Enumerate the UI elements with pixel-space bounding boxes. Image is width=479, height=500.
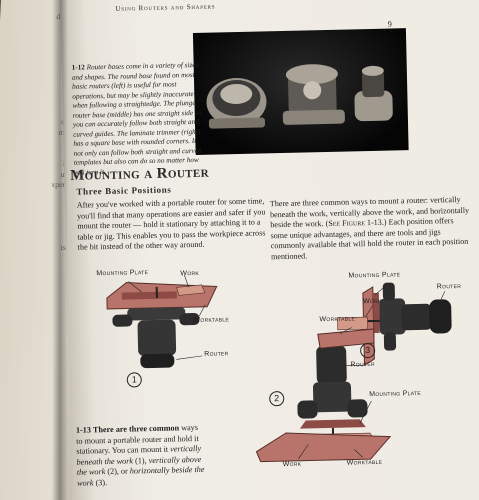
book-gutter-shadow (52, 0, 68, 500)
caption-text-b: (1), (132, 455, 149, 466)
router-body-3 (401, 303, 432, 331)
figure-1-13-drawing (106, 275, 452, 463)
router-photo (192, 28, 409, 155)
right-page: Using Routers and Shapers 9 (60, 0, 479, 500)
router-handle-right-1 (179, 313, 200, 326)
label-work-2: Work (282, 460, 302, 469)
router-handle-right-2 (347, 399, 368, 418)
label-mounting-plate-2: Mounting Plate (369, 389, 422, 399)
label-worktable-1: Worktable (193, 316, 230, 325)
leader-worktable-1 (199, 304, 206, 317)
leader-router-3 (440, 291, 446, 300)
plunge-router-base (282, 109, 345, 125)
leader-mounting-plate-3 (374, 286, 385, 296)
diagram-router-below (106, 282, 218, 369)
leader-work-3 (365, 304, 374, 318)
caption-text-d: (3). (93, 478, 108, 488)
plunge-router-top (285, 64, 338, 85)
router-handle-bottom-3 (383, 332, 397, 351)
caption-label-1-13: 1-13 (75, 425, 92, 435)
router-base-1 (127, 307, 186, 321)
diagram-router-horizontal (317, 282, 452, 367)
leader-mounting-plate-1 (128, 281, 142, 293)
label-work-3: Work (362, 297, 382, 306)
leader-router-1 (176, 355, 203, 360)
router-body-1 (137, 319, 177, 357)
caption-lead-1-13: There are three common (92, 423, 180, 435)
router-handle-left-2 (297, 400, 318, 419)
label-worktable-2: Worktable (346, 458, 383, 467)
label-work-1: Work (180, 269, 200, 278)
round-router-top (220, 84, 253, 105)
trimmer-top (361, 65, 384, 76)
diagram-router-above (255, 345, 392, 463)
trimmer-base (354, 90, 393, 122)
mounting-plate-2 (299, 419, 366, 429)
leader-worktable-3 (339, 327, 352, 335)
mounting-plate-3 (372, 292, 380, 333)
router-handle-top-3 (382, 282, 395, 301)
router-motor-3 (429, 299, 452, 334)
round-router-plate (208, 117, 266, 129)
leader-work-1 (184, 275, 189, 288)
figure-caption-1-13: 1-13 There are three common ways to moun… (76, 423, 205, 489)
label-mounting-plate-3: Mounting Plate (348, 271, 401, 280)
router-motor-2 (316, 345, 347, 385)
label-worktable-3: Worktable (319, 315, 356, 324)
label-router-2: Router (350, 360, 375, 369)
leader-mounting-plate-2 (359, 400, 372, 424)
leader-work-2 (298, 444, 309, 459)
router-photo-drawing (206, 64, 393, 129)
leader-worktable-2 (354, 449, 363, 458)
label-router-3: Router (436, 282, 462, 291)
plunge-router-label (303, 81, 322, 100)
router-motor-1 (140, 353, 175, 369)
work-piece-1 (176, 284, 206, 296)
worktable-2 (255, 432, 392, 463)
leader-lines (128, 275, 446, 459)
worktable-3 (317, 328, 375, 349)
router-base-3 (379, 298, 406, 335)
label-router-1: Router (204, 350, 229, 358)
label-mounting-plate-1: Mounting Plate (96, 269, 149, 278)
router-body-2 (312, 381, 352, 413)
mounting-plate-1 (121, 291, 177, 300)
router-handle-left-1 (112, 314, 133, 327)
trimmer-body (361, 70, 385, 98)
caption-text-c: (2), or (105, 466, 130, 477)
